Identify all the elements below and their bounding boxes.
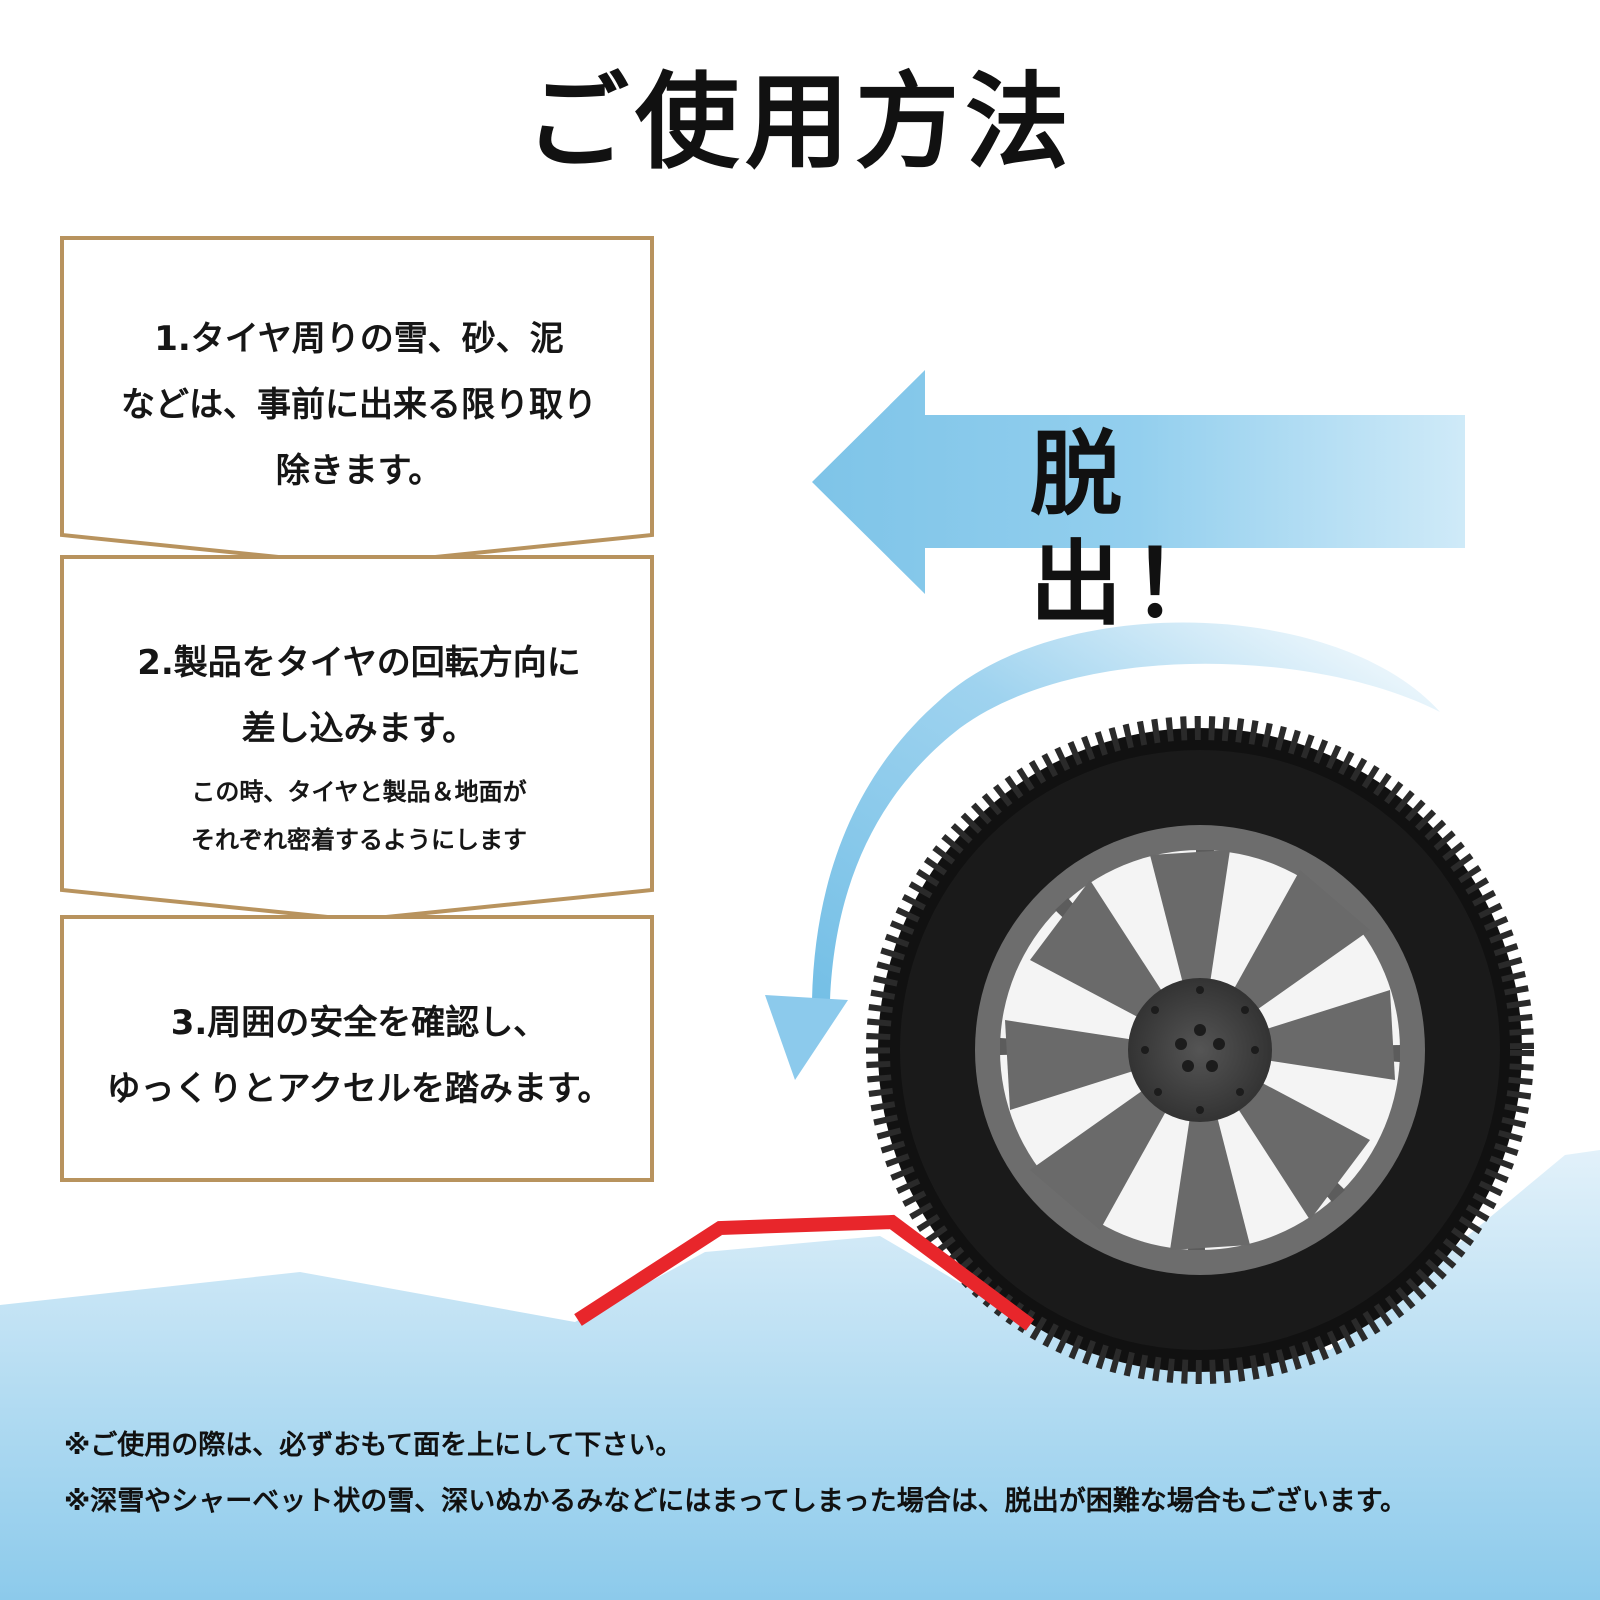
tire-icon [866,716,1534,1384]
step-2-sub-1: この時、タイヤと製品＆地面が [191,778,527,806]
traction-mat-icon [574,1214,1035,1331]
snow-ground-icon [0,1150,1600,1600]
step-3-line-1: 3.周囲の安全を確認し、 [170,1003,548,1043]
escape-label: 脱出！ [1030,421,1235,639]
step-1: 1.タイヤ周りの雪、砂、泥 などは、事前に出来る限り取り 除きます。 [62,306,656,504]
step-2-line-2: 差し込みます。 [241,709,477,749]
note-2: ※深雪やシャーベット状の雪、深いぬかるみなどにはまってしまった場合は、脱出が困難… [64,1486,1408,1517]
notes: ※ご使用の際は、必ずおもて面を上にして下さい。 ※深雪やシャーベット状の雪、深い… [64,1418,1564,1530]
step-1-line-2: などは、事前に出来る限り取り [121,385,597,425]
step-1-line-3: 除きます。 [275,451,443,491]
rotation-arrow-icon [765,622,1440,1080]
step-frame-1 [60,236,654,568]
escape-arrow-icon [812,370,1465,594]
step-2: 2.製品をタイヤの回転方向に 差し込みます。 この時、タイヤと製品＆地面が それ… [62,630,656,864]
step-2-line-1: 2.製品をタイヤの回転方向に [137,643,581,683]
step-3-line-2: ゆっくりとアクセルを踏みます。 [106,1069,612,1109]
page-title: ご使用方法 [524,61,1075,183]
note-1: ※ご使用の際は、必ずおもて面を上にして下さい。 [64,1430,683,1461]
step-frame-2 [60,555,654,923]
step-3: 3.周囲の安全を確認し、 ゆっくりとアクセルを踏みます。 [62,990,656,1122]
steps-frame [60,236,654,1182]
step-1-line-1: 1.タイヤ周りの雪、砂、泥 [154,319,564,359]
step-frame-3 [60,915,654,1182]
step-2-sub-2: それぞれ密着するようにします [191,826,527,854]
